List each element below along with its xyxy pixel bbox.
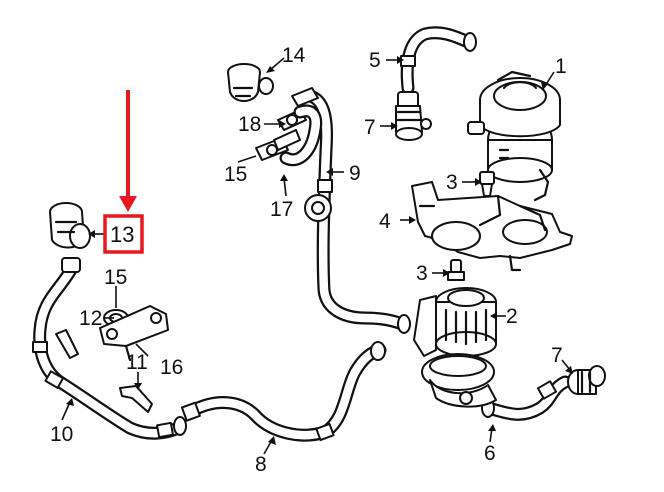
pipe-17 — [273, 87, 323, 167]
callout-13: 13 — [110, 222, 134, 247]
callout-10: 10 — [50, 423, 73, 446]
callout-3-upper: 3 — [446, 171, 458, 194]
red-highlight-box — [103, 214, 144, 254]
callout-2: 2 — [506, 305, 518, 328]
callout-15-lower: 15 — [104, 266, 127, 289]
check-valve-7-upper — [395, 91, 432, 141]
hose-10 — [32, 257, 187, 440]
flange-16 — [99, 305, 169, 362]
red-arrow-head — [119, 196, 137, 212]
callout-17: 17 — [270, 198, 293, 221]
callout-9: 9 — [349, 162, 361, 185]
clip-10 — [55, 329, 79, 359]
callout-7-upper: 7 — [364, 116, 376, 139]
hose-5 — [400, 26, 477, 95]
callout-7-lower: 7 — [551, 344, 563, 367]
callout-6: 6 — [484, 442, 496, 465]
fitting-13 — [49, 202, 91, 249]
callout-15-upper: 15 — [224, 163, 247, 186]
callout-14: 14 — [282, 44, 306, 67]
callout-4: 4 — [379, 210, 391, 233]
callout-16: 16 — [160, 356, 183, 379]
callout-12: 12 — [79, 307, 102, 330]
callout-5: 5 — [369, 49, 381, 72]
sensor-3-upper — [479, 171, 495, 197]
hose-9 — [303, 89, 411, 334]
bracket-4 — [411, 181, 573, 272]
check-valve-7-lower — [567, 365, 606, 395]
valve-14 — [227, 63, 274, 102]
sensor-3-lower — [447, 259, 465, 281]
hose-8 — [180, 341, 387, 442]
callout-11: 11 — [126, 351, 148, 374]
air-pump-1 — [467, 70, 561, 202]
bracket-11 — [119, 385, 153, 413]
callout-8: 8 — [255, 453, 267, 476]
callout-18: 18 — [238, 113, 261, 136]
clamp-9 — [304, 194, 332, 222]
callout-3-lower: 3 — [416, 262, 428, 285]
leader-lines — [61, 56, 573, 455]
callout-1: 1 — [555, 55, 567, 78]
highlight-13 — [103, 90, 144, 254]
air-pump-2 — [413, 287, 497, 408]
callout-labels: 1 2 3 3 4 5 6 7 7 8 9 10 11 12 13 14 15 … — [50, 44, 567, 476]
